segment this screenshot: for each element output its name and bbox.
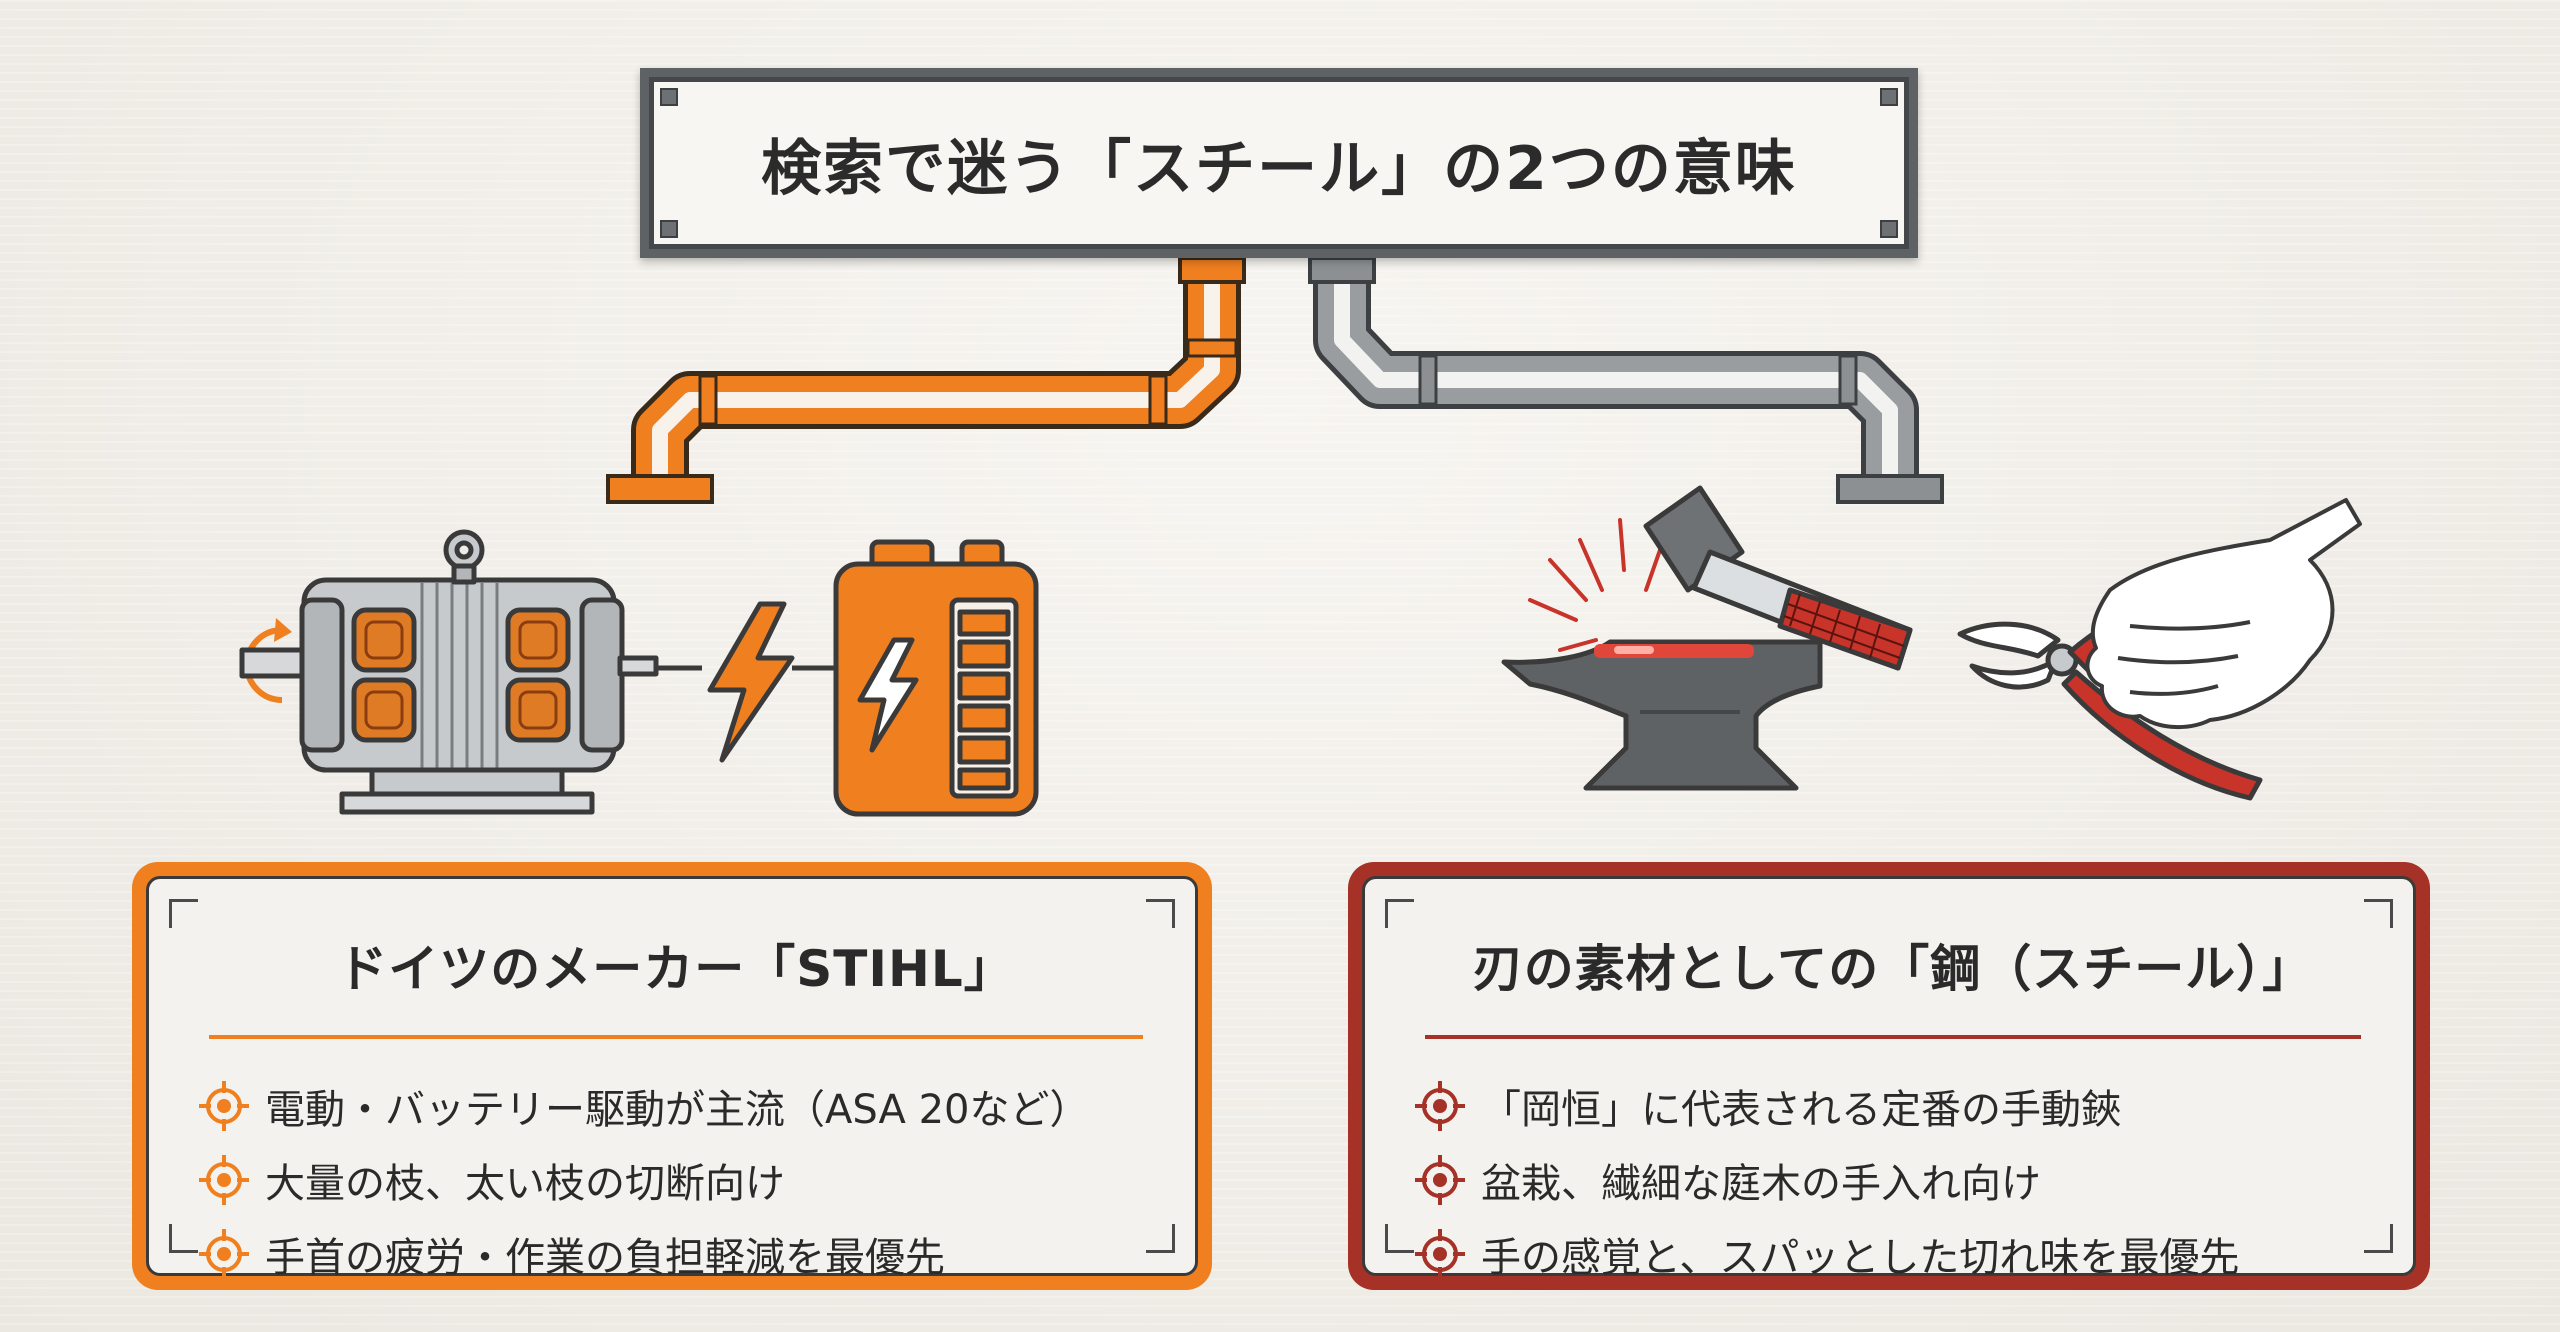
- page-title: 検索で迷う「スチール」の2つの意味: [761, 133, 1797, 204]
- rivet-bottom-right: [1880, 220, 1898, 238]
- list-item: 大量の枝、太い枝の切断向け: [197, 1143, 1155, 1217]
- anvil-icon: [1501, 639, 1823, 791]
- rivet-top-left: [660, 88, 678, 106]
- corner-bracket: [2364, 1224, 2393, 1253]
- list-item: 手の感覚と、スパッとした切れ味を最優先: [1413, 1217, 2373, 1291]
- title-plate: 検索で迷う「スチール」の2つの意味: [640, 68, 1918, 258]
- crosshair-bullet-icon: [1415, 1155, 1465, 1205]
- crosshair-bullet-icon: [1415, 1229, 1465, 1279]
- crosshair-bullet-icon: [199, 1155, 249, 1205]
- list-item-text: 「岡恒」に代表される定番の手動鋏: [1481, 1087, 2121, 1133]
- list-item-text: 手の感覚と、スパッとした切れ味を最優先: [1481, 1235, 2240, 1281]
- steel-feature-list: 「岡恒」に代表される定番の手動鋏 盆栽、繊細な庭木の手入れ向け 手の感覚と、スパ…: [1413, 1069, 2373, 1291]
- steel-heading: 刃の素材としての「鋼（スチール）」: [1472, 940, 2314, 998]
- stihl-heading: ドイツのメーカー「STIHL」: [337, 940, 1015, 998]
- heading-underline: [1425, 1035, 2361, 1039]
- steel-panel-inner: 刃の素材としての「鋼（スチール）」 「岡恒」に代表される定番の手動鋏 盆栽、繊細…: [1362, 876, 2416, 1281]
- corner-bracket: [169, 899, 198, 928]
- corner-bracket: [2364, 899, 2393, 928]
- corner-bracket: [1385, 1224, 1414, 1253]
- heading-underline: [209, 1035, 1143, 1039]
- rivet-top-right: [1880, 88, 1898, 106]
- list-item: 電動・バッテリー駆動が主流（ASA 20など）: [197, 1069, 1155, 1143]
- crosshair-bullet-icon: [199, 1229, 249, 1279]
- list-item: 「岡恒」に代表される定番の手動鋏: [1413, 1069, 2373, 1143]
- stihl-panel-inner: ドイツのメーカー「STIHL」 電動・バッテリー駆動が主流（ASA 20など） …: [146, 876, 1198, 1281]
- orange-pipe: [606, 256, 1246, 504]
- steel-panel: 刃の素材としての「鋼（スチール）」 「岡恒」に代表される定番の手動鋏 盆栽、繊細…: [1348, 862, 2430, 1290]
- hammer-icon: [1643, 485, 1913, 671]
- list-item-text: 電動・バッテリー駆動が主流（ASA 20など）: [265, 1087, 1090, 1133]
- electric-motor-icon: [239, 529, 659, 815]
- corner-bracket: [1385, 899, 1414, 928]
- right-illustration: [1501, 485, 2362, 801]
- list-item-text: 大量の枝、太い枝の切断向け: [265, 1161, 785, 1207]
- gray-pipe: [1308, 256, 1944, 504]
- list-item: 盆栽、繊細な庭木の手入れ向け: [1413, 1143, 2373, 1217]
- battery-icon: [833, 539, 1039, 817]
- stihl-panel: ドイツのメーカー「STIHL」 電動・バッテリー駆動が主流（ASA 20など） …: [132, 862, 1212, 1290]
- spark-lines: [1528, 518, 1662, 652]
- corner-bracket: [1146, 899, 1175, 928]
- list-item: 手首の疲労・作業の負担軽減を最優先: [197, 1217, 1155, 1291]
- lightning-bolt-icon: [707, 601, 795, 763]
- title-plate-inner: 検索で迷う「スチール」の2つの意味: [649, 77, 1909, 249]
- crosshair-bullet-icon: [1415, 1081, 1465, 1131]
- stihl-feature-list: 電動・バッテリー駆動が主流（ASA 20など） 大量の枝、太い枝の切断向け 手首…: [197, 1069, 1155, 1291]
- list-item-text: 手首の疲労・作業の負担軽減を最優先: [265, 1235, 945, 1281]
- crosshair-bullet-icon: [199, 1081, 249, 1131]
- left-illustration: [239, 529, 1039, 817]
- hand-icon: [2085, 498, 2362, 730]
- list-item-text: 盆栽、繊細な庭木の手入れ向け: [1481, 1161, 2041, 1207]
- corner-bracket: [169, 1224, 198, 1253]
- corner-bracket: [1146, 1224, 1175, 1253]
- rivet-bottom-left: [660, 220, 678, 238]
